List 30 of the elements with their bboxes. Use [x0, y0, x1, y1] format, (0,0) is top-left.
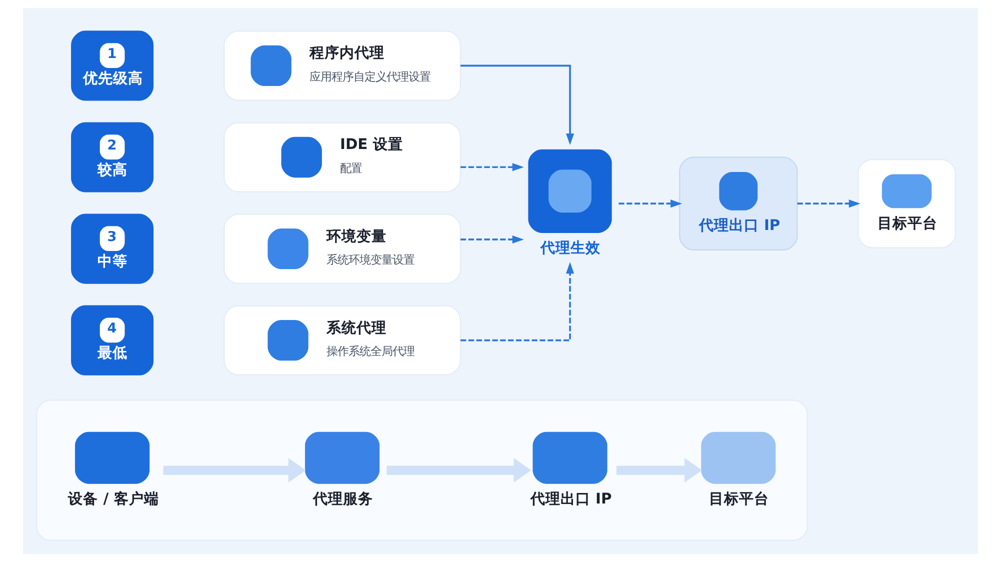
node-box: 代理出口 IP	[678, 156, 798, 250]
node-label: 代理服务	[312, 490, 372, 508]
node-label: 设备 / 客户端	[68, 490, 158, 508]
node-label: 代理出口 IP	[530, 490, 612, 508]
node-box: 2 较高	[70, 122, 154, 192]
node-box	[532, 432, 607, 484]
arrow	[386, 458, 531, 483]
node-label: 代理生效	[540, 240, 600, 257]
node-box	[700, 432, 776, 484]
node-box: 1 优先级高	[70, 30, 154, 101]
arrow	[460, 262, 574, 342]
arrow	[162, 458, 306, 483]
cluster	[36, 400, 808, 541]
node-box: IDE 设置 配置	[223, 122, 460, 192]
node-box: 环境变量 系统环境变量设置	[223, 214, 460, 284]
node-box: 4 最低	[70, 305, 154, 376]
arrow	[616, 458, 702, 483]
node-box: 程序内代理 应用程序自定义代理设置	[223, 30, 460, 101]
node-box	[528, 149, 612, 233]
node-box: 系统代理 操作系统全局代理	[223, 305, 460, 376]
arrow	[460, 64, 574, 146]
arrow	[460, 163, 524, 172]
arrow	[618, 200, 682, 208]
node-box: 3 中等	[70, 214, 154, 284]
node-box	[74, 432, 150, 484]
node-box	[304, 432, 380, 484]
arrow	[460, 235, 524, 244]
arrow	[796, 200, 860, 208]
node-label: 目标平台	[708, 490, 769, 508]
node-box: 目标平台	[857, 158, 956, 248]
